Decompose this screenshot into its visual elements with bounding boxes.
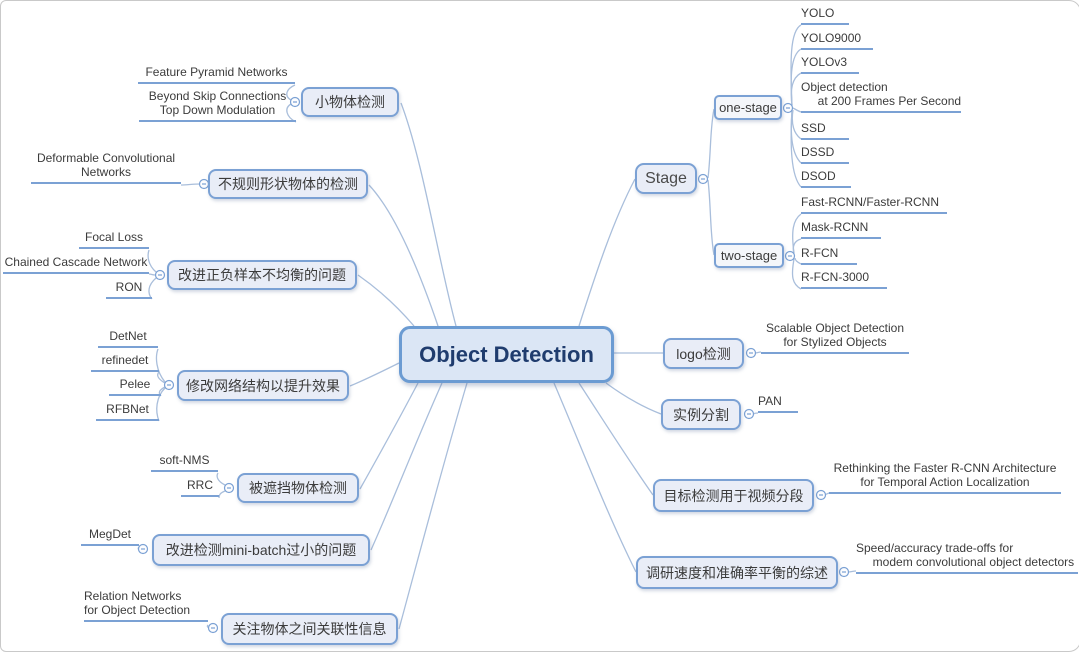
leaf-dsod[interactable]: DSOD (801, 169, 851, 188)
leaf-r-fcn-3000[interactable]: R-FCN-3000 (801, 270, 887, 289)
collapse-toggle[interactable] (745, 347, 757, 359)
leaf-yolo9000[interactable]: YOLO9000 (801, 31, 873, 50)
connector (847, 570, 857, 573)
collapse-toggle[interactable] (782, 102, 794, 114)
connector (553, 382, 637, 573)
connector (370, 382, 443, 551)
connector (791, 258, 802, 290)
connector (578, 178, 636, 327)
collapse-toggle[interactable] (207, 622, 219, 634)
leaf-pan[interactable]: PAN (758, 394, 798, 413)
connector (218, 490, 226, 499)
connector (359, 382, 419, 490)
collapse-toggle[interactable] (743, 408, 755, 420)
instance-segmentation-node[interactable]: 实例分割 (661, 399, 741, 430)
network-structure-node[interactable]: 修改网络结构以提升效果 (177, 370, 349, 401)
leaf-yolo[interactable]: YOLO (801, 6, 849, 25)
leaf-soft-nms[interactable]: soft-NMS (151, 453, 218, 472)
occluded-object-detection-node[interactable]: 被遮挡物体检测 (237, 473, 359, 503)
connector (155, 348, 166, 383)
leaf-mask-rcnn[interactable]: Mask-RCNN (801, 220, 881, 239)
pos-neg-imbalance-node[interactable]: 改进正负样本不均衡的问题 (167, 260, 357, 290)
connector (792, 238, 802, 255)
mini-batch-problem-node[interactable]: 改进检测mini-batch过小的问题 (152, 534, 370, 566)
leaf-scalable-object-detection[interactable]: Scalable Object Detection for Stylized O… (761, 321, 909, 354)
central-topic-object-detection[interactable]: Object Detection (399, 326, 614, 383)
collapse-toggle[interactable] (223, 482, 235, 494)
small-object-detection-node[interactable]: 小物体检测 (301, 87, 399, 117)
leaf-dssd[interactable]: DSSD (801, 145, 849, 164)
collapse-toggle[interactable] (154, 269, 166, 281)
collapse-toggle[interactable] (815, 489, 827, 501)
leaf-object-detection-200fps[interactable]: Object detection at 200 Frames Per Secon… (801, 80, 961, 113)
leaf-yolov3[interactable]: YOLOv3 (801, 55, 859, 74)
connector (368, 184, 439, 327)
speed-accuracy-survey-node[interactable]: 调研速度和准确率平衡的综述 (636, 556, 838, 589)
leaf-rethinking-faster-rcnn[interactable]: Rethinking the Faster R-CNN Architecture… (829, 461, 1061, 494)
collapse-toggle[interactable] (289, 96, 301, 108)
connector (147, 249, 157, 273)
leaf-feature-pyramid-networks[interactable]: Feature Pyramid Networks (138, 65, 295, 84)
connector (156, 387, 166, 422)
leaf-megdet[interactable]: MegDet (81, 527, 139, 546)
leaf-speed-accuracy-tradeoffs[interactable]: Speed/accuracy trade-offs for modem conv… (856, 541, 1078, 574)
connector (792, 107, 802, 113)
collapse-toggle[interactable] (137, 543, 149, 555)
two-stage-node[interactable]: two-stage (714, 243, 784, 268)
connector (400, 102, 457, 327)
leaf-rfbnet[interactable]: RFBNet (96, 402, 159, 421)
leaf-pelee[interactable]: Pelee (109, 377, 161, 396)
collapse-toggle[interactable] (163, 379, 175, 391)
connector (148, 273, 156, 276)
connector (791, 109, 802, 140)
irregular-shape-detection-node[interactable]: 不规则形状物体的检测 (208, 169, 368, 199)
collapse-toggle[interactable] (697, 173, 709, 185)
logo-detection-node[interactable]: logo检测 (663, 338, 744, 369)
connector (216, 472, 226, 486)
connector (398, 382, 468, 630)
connector (605, 382, 662, 415)
one-stage-node[interactable]: one-stage (714, 95, 782, 120)
leaf-refinedet[interactable]: refinedet (91, 353, 159, 372)
connector (349, 362, 400, 387)
connector (286, 84, 296, 101)
leaf-r-fcn[interactable]: R-FCN (801, 246, 857, 265)
leaf-rrc[interactable]: RRC (181, 478, 219, 497)
collapse-toggle[interactable] (784, 250, 796, 262)
collapse-toggle[interactable] (838, 566, 850, 578)
video-segmentation-node[interactable]: 目标检测用于视频分段 (653, 479, 814, 512)
leaf-ssd[interactable]: SSD (801, 121, 849, 140)
stage-node[interactable]: Stage (635, 163, 697, 194)
connector (157, 371, 166, 384)
leaf-deformable-convolutional-networks[interactable]: Deformable Convolutional Networks (31, 151, 181, 184)
leaf-ron[interactable]: RON (106, 280, 152, 299)
leaf-chained-cascade-network[interactable]: Chained Cascade Network (3, 255, 149, 274)
connector (357, 274, 415, 327)
leaf-beyond-skip-connections[interactable]: Beyond Skip Connections Top Down Modulat… (139, 89, 296, 122)
leaf-detnet[interactable]: DetNet (98, 329, 158, 348)
object-relation-info-node[interactable]: 关注物体之间关联性信息 (221, 613, 398, 645)
connector (180, 183, 201, 186)
leaf-relation-networks[interactable]: Relation Networks for Object Detection (84, 589, 208, 622)
connector (790, 72, 802, 107)
connector (790, 110, 802, 188)
connector (578, 382, 654, 496)
connector (794, 257, 802, 265)
leaf-focal-loss[interactable]: Focal Loss (79, 230, 149, 249)
connector (707, 179, 715, 256)
leaf-fast-rcnn-faster-rcnn[interactable]: Fast-RCNN/Faster-RCNN (801, 195, 947, 214)
connector (707, 108, 715, 179)
